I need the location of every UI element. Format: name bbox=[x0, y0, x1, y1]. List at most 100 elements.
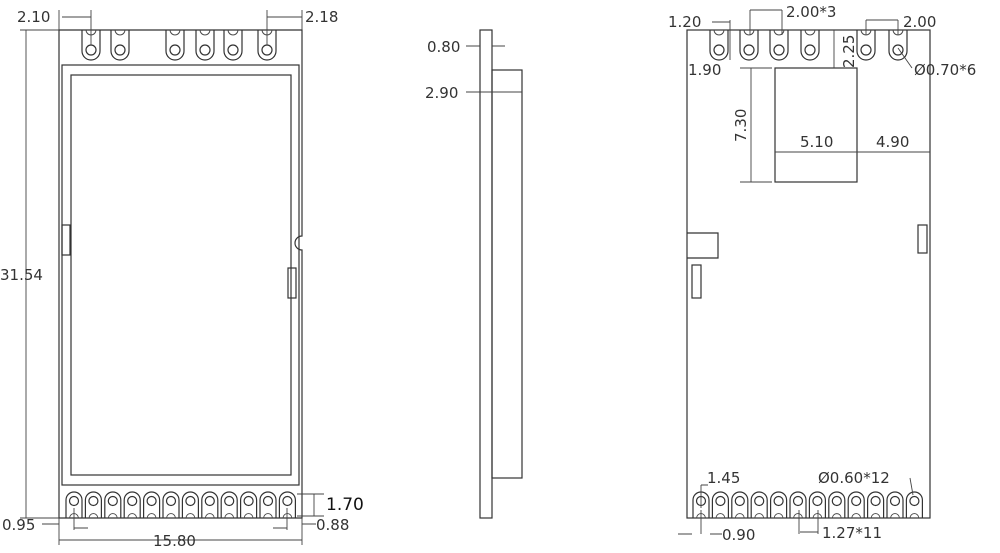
pad-notch bbox=[713, 29, 725, 36]
pad-hole bbox=[261, 44, 273, 56]
pad-hole bbox=[773, 44, 785, 56]
pad-hole bbox=[909, 495, 920, 507]
pad-notch bbox=[743, 29, 755, 36]
pad-notch bbox=[870, 513, 881, 519]
dim-2-00x3: 2.00*3 bbox=[786, 3, 836, 21]
back-left-notch bbox=[691, 264, 702, 299]
pad-outline bbox=[888, 30, 908, 61]
pad-outline bbox=[223, 30, 243, 61]
front-shield-inner bbox=[70, 74, 292, 476]
back-board-outline bbox=[686, 29, 931, 519]
pad-outline bbox=[257, 30, 277, 61]
pad-notch bbox=[909, 513, 920, 519]
front-bottom-offset-lines bbox=[42, 508, 316, 530]
pad-outline bbox=[750, 491, 768, 518]
dim-0-80: 0.80 bbox=[427, 38, 460, 56]
pad-notch bbox=[773, 513, 784, 519]
pad-outline bbox=[65, 491, 83, 518]
pad-notch bbox=[204, 513, 215, 519]
pad-notch bbox=[754, 513, 765, 519]
back-bottom-hole-leader bbox=[909, 477, 914, 496]
pad-hole bbox=[127, 495, 138, 507]
pad-notch bbox=[224, 513, 235, 519]
pad-outline bbox=[709, 30, 729, 61]
pad-hole bbox=[734, 495, 745, 507]
side-view: 0.80 2.90 bbox=[425, 29, 523, 519]
front-top-dim-lines bbox=[58, 10, 303, 45]
pad-outline bbox=[201, 491, 219, 518]
dim-4-90: 4.90 bbox=[876, 133, 909, 151]
back-view: 1.20 2.00*3 2.00 1.90 2.25 Ø0.70*6 7.30 … bbox=[668, 3, 976, 544]
pad-hole bbox=[715, 495, 726, 507]
pad-hole bbox=[889, 495, 901, 507]
dim-2-10: 2.10 bbox=[17, 8, 50, 26]
pad-outline bbox=[195, 30, 215, 61]
dim-2-00: 2.00 bbox=[903, 13, 936, 31]
pad-hole bbox=[146, 495, 157, 507]
dim-0-90: 0.90 bbox=[722, 526, 755, 544]
back-hole-leader bbox=[897, 47, 913, 69]
back-module-outline bbox=[774, 67, 858, 183]
pad-hole bbox=[88, 495, 99, 507]
pad-hole bbox=[812, 495, 823, 507]
pad-hole bbox=[204, 495, 215, 507]
dim-15-80: 15.80 bbox=[153, 532, 196, 550]
pad-outline bbox=[800, 30, 820, 61]
back-right-notch bbox=[917, 224, 928, 254]
dim-1-70: 1.70 bbox=[326, 495, 364, 515]
pad-notch bbox=[812, 513, 823, 519]
back-top-pads bbox=[709, 29, 908, 61]
front-bottom-pads bbox=[65, 491, 296, 519]
front-shield-outline bbox=[61, 64, 300, 486]
pad-outline bbox=[769, 30, 789, 61]
front-view: 2.10 2.18 31.54 15.80 0.95 0.88 1.70 bbox=[0, 8, 364, 550]
pad-outline bbox=[828, 491, 846, 518]
pad-notch bbox=[114, 29, 126, 36]
back-left-tab bbox=[687, 232, 719, 259]
pad-hole bbox=[282, 495, 293, 507]
back-top-dim-lines bbox=[712, 9, 899, 60]
dim-1-45: 1.45 bbox=[707, 469, 740, 487]
pad-outline bbox=[84, 491, 102, 518]
back-module-height-line bbox=[740, 67, 772, 183]
pad-outline bbox=[739, 30, 759, 61]
dim-5-10: 5.10 bbox=[800, 133, 833, 151]
pad-notch bbox=[715, 513, 726, 519]
pad-outline bbox=[278, 491, 296, 518]
pad-notch bbox=[734, 513, 745, 519]
pad-hole bbox=[851, 495, 862, 507]
pad-outline bbox=[808, 491, 826, 518]
pad-hole bbox=[185, 495, 196, 507]
back-bottom-dim-lines bbox=[678, 510, 819, 535]
pad-hole bbox=[773, 495, 784, 507]
pad-hole bbox=[243, 495, 254, 507]
front-right-notch bbox=[287, 267, 297, 299]
pad-hole bbox=[199, 44, 211, 56]
pad-hole bbox=[860, 44, 872, 56]
pad-hole bbox=[165, 495, 177, 507]
pad-notch bbox=[773, 29, 785, 36]
pad-hole bbox=[804, 44, 816, 56]
pad-hole bbox=[227, 44, 239, 56]
back-bottom-pads bbox=[692, 491, 923, 519]
dim-2-90: 2.90 bbox=[425, 84, 458, 102]
back-bottom-offset-leader bbox=[700, 484, 708, 508]
pad-hole bbox=[831, 495, 842, 507]
dim-7-30: 7.30 bbox=[732, 109, 750, 142]
pad-notch bbox=[804, 29, 816, 36]
pad-notch bbox=[199, 29, 211, 36]
pad-outline bbox=[711, 491, 729, 518]
pad-outline bbox=[847, 491, 865, 518]
pad-notch bbox=[227, 29, 239, 36]
pad-notch bbox=[890, 513, 900, 519]
pad-hole bbox=[870, 495, 881, 507]
front-width-dim-line bbox=[58, 518, 303, 545]
pad-notch bbox=[169, 29, 181, 36]
pad-outline bbox=[789, 491, 807, 518]
pad-hole bbox=[713, 44, 725, 56]
pad-outline bbox=[143, 491, 161, 518]
front-height-dim-line bbox=[20, 29, 59, 519]
pad-outline bbox=[259, 491, 277, 518]
